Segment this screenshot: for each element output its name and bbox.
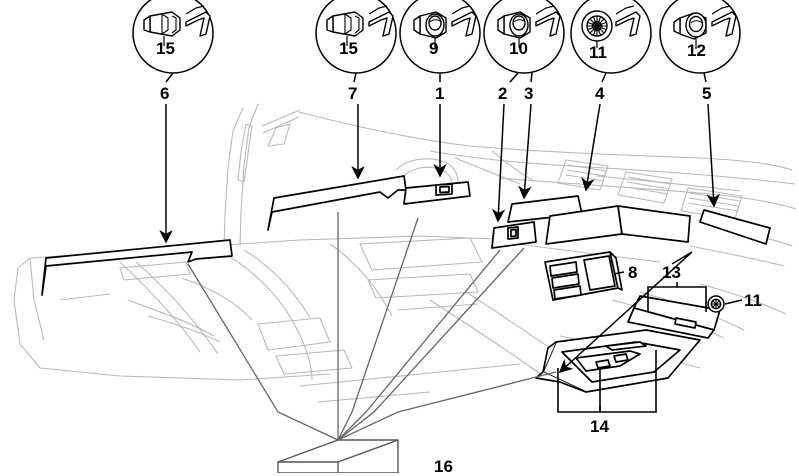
square-head-clip-icon-1	[143, 5, 211, 46]
part-8-glove-box-vent-panel	[544, 251, 623, 301]
leader-line-8	[613, 271, 625, 275]
leader-line-2	[491, 103, 506, 223]
callout-label-11-right: 11	[744, 291, 762, 310]
leader-lines	[159, 72, 721, 374]
part-2-dashboard-trim-strip-center	[491, 221, 537, 249]
callout-label-5: 5	[702, 84, 712, 103]
leader-lines-to-part-16	[187, 212, 557, 441]
bracket-14	[557, 350, 657, 413]
bubble-label-15-b: 15	[339, 39, 358, 58]
leader-line-13	[558, 251, 693, 374]
bracket-13	[647, 282, 707, 312]
callout-label-3: 3	[524, 84, 534, 103]
callout-label-4: 4	[595, 84, 605, 103]
square-head-clip-icon-2	[326, 5, 394, 46]
hex-head-screw-icon-12	[673, 5, 737, 49]
callout-label-2: 2	[498, 84, 508, 103]
part-1-dashboard-trim-strip-left	[403, 181, 471, 205]
rosette-washer-icon-11	[581, 5, 641, 48]
bubble-label-12: 12	[687, 41, 706, 60]
leader-line-11-right	[724, 299, 743, 305]
callout-label-8: 8	[628, 263, 638, 282]
callout-label-16: 16	[434, 457, 453, 476]
round-head-screw-icon-10	[497, 5, 561, 48]
bubble-label-15-a: 15	[156, 39, 175, 58]
round-head-screw-icon-9	[413, 5, 477, 48]
bubble-label-9: 9	[429, 39, 439, 58]
callout-label-13: 13	[662, 263, 681, 282]
part-14-center-console-cover-assembly	[535, 329, 701, 393]
callout-label-6: 6	[160, 84, 170, 103]
leader-line-4	[581, 103, 601, 192]
callout-label-7: 7	[348, 84, 358, 103]
part-16-lower-trim-box	[277, 439, 399, 473]
callout-label-1: 1	[435, 84, 445, 103]
part-5-dashboard-trim-strip-far-right	[699, 209, 771, 245]
bubble-label-10: 10	[509, 39, 528, 58]
part-6-door-sill-trim-strip-left	[41, 239, 233, 296]
part-4-dashboard-trim-strip-right	[545, 205, 691, 245]
leader-line-3	[518, 103, 532, 200]
part-13-center-console-trim-panel	[627, 295, 721, 339]
rosette-washer-icon-11	[707, 295, 725, 313]
leader-line-5	[706, 103, 721, 208]
callout-label-14: 14	[590, 417, 609, 436]
part-7-rear-door-trim-strip	[267, 175, 407, 231]
bubble-label-11: 11	[589, 43, 607, 62]
